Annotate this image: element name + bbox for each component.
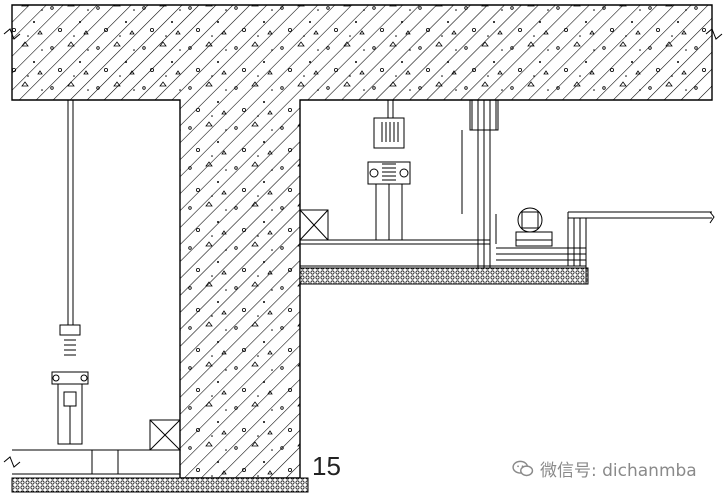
curtain-track-box — [496, 207, 715, 284]
left-floor-strip — [11, 477, 309, 493]
watermark: 微信号: dichanmba — [512, 456, 697, 481]
partition-profile — [461, 99, 499, 268]
watermark-text: 微信号: dichanmba — [540, 461, 697, 481]
right-suspension-hanger — [367, 100, 411, 241]
dimension-label: 15 — [312, 451, 341, 481]
right-ceiling-layers — [299, 209, 586, 267]
left-ceiling-board — [3, 419, 181, 475]
right-floor-strip — [299, 267, 589, 285]
wechat-icon — [512, 460, 534, 476]
left-suspension-hanger — [51, 100, 89, 445]
concrete-slab-and-beam — [3, 4, 723, 479]
